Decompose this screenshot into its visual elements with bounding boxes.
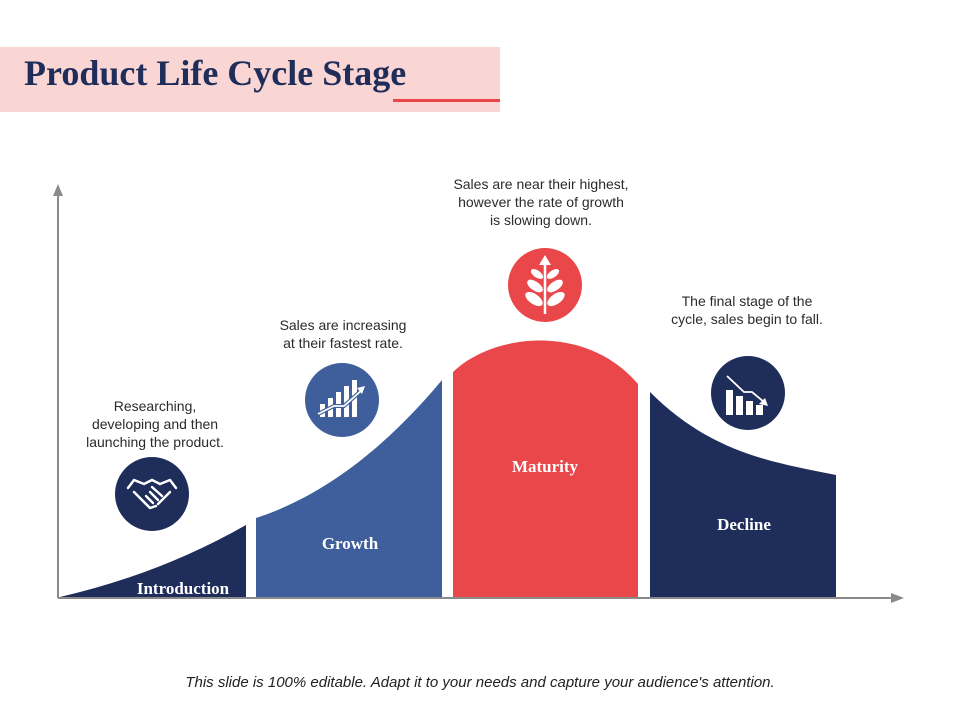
stage-label-growth: Growth	[322, 534, 379, 553]
description-growth: Sales are increasing at their fastest ra…	[279, 317, 407, 351]
description-introduction: Researching, developing and then launchi…	[86, 398, 224, 450]
title-underline	[393, 99, 500, 102]
introduction-area	[60, 525, 246, 597]
x-axis-arrow	[891, 593, 904, 603]
footer-note: This slide is 100% editable. Adapt it to…	[185, 674, 775, 691]
maturity-area	[453, 340, 638, 597]
stage-label-decline: Decline	[717, 515, 771, 534]
description-decline: The final stage of the cycle, sales begi…	[671, 293, 823, 327]
plant-arrow-icon	[508, 248, 582, 322]
growth-area	[256, 380, 442, 597]
stage-label-introduction: Introduction	[137, 579, 230, 598]
page-title: Product Life Cycle Stage	[24, 53, 407, 93]
handshake-icon	[115, 457, 189, 531]
y-axis-arrow	[53, 184, 63, 196]
rising-bar-chart-icon	[305, 363, 379, 437]
decline-area	[650, 392, 836, 597]
stage-label-maturity: Maturity	[512, 457, 579, 476]
declining-bar-chart-icon	[711, 356, 785, 430]
description-maturity: Sales are near their highest, however th…	[453, 176, 629, 228]
